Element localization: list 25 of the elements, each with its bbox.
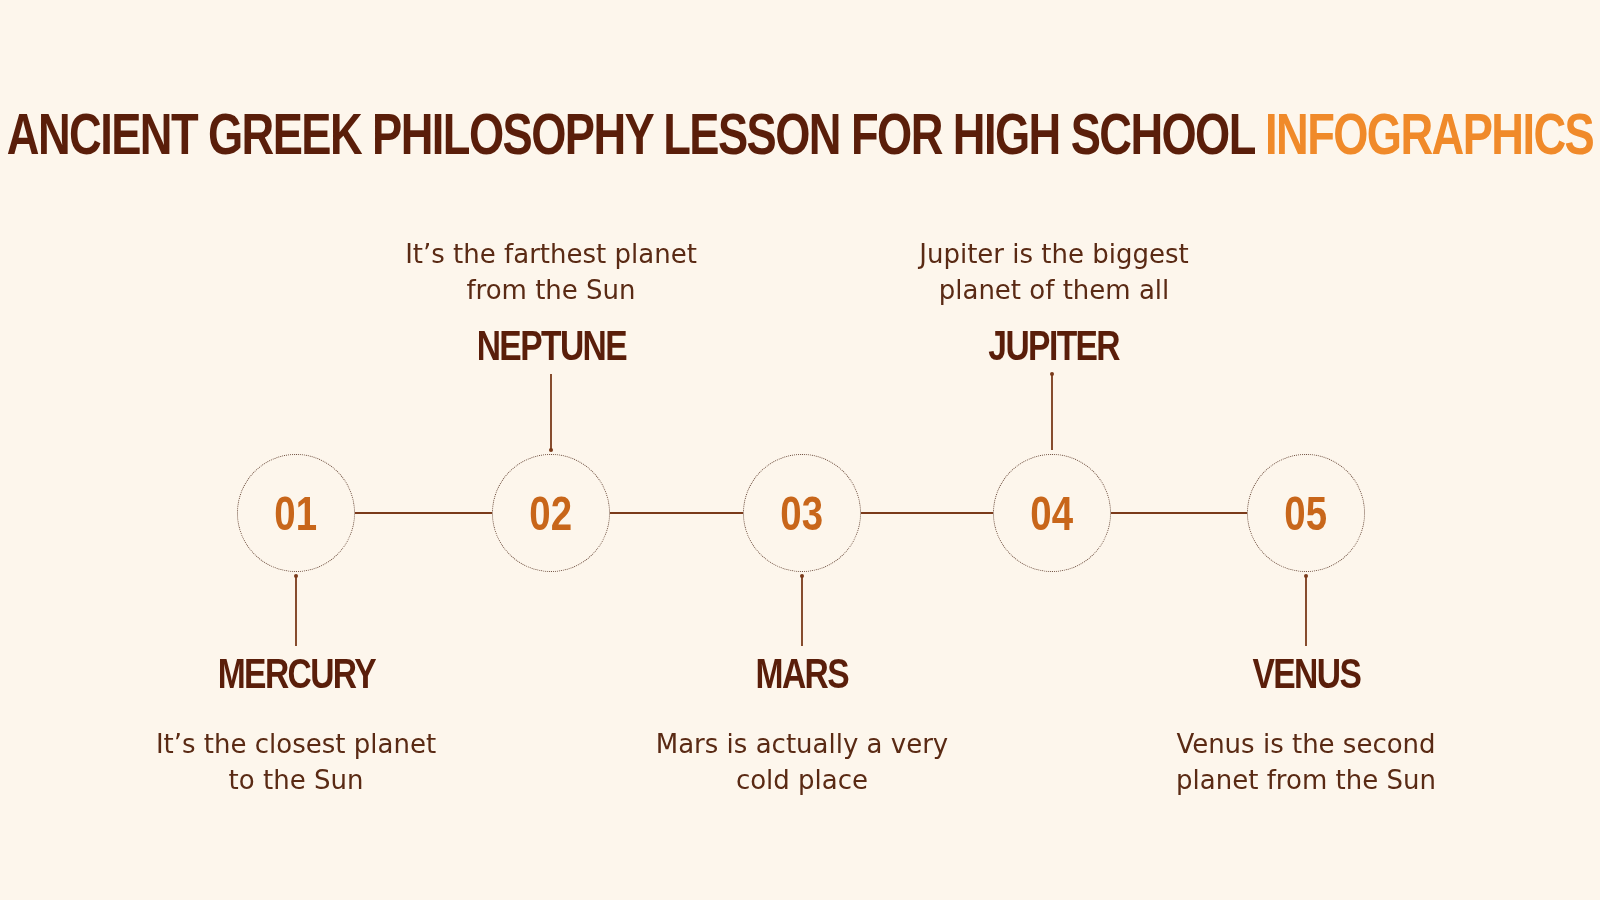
step-number: 01 [274,485,318,541]
planet-description: Mars is actually a very cold place [654,728,950,797]
leader-line [549,373,553,452]
planet-name: JUPITER [988,322,1120,370]
planet-name: VENUS [1252,650,1360,698]
planet-description: It’s the closest planet to the Sun [154,728,438,797]
title: ANCIENT GREEK PHILOSOPHY LESSON FOR HIGH SCHOOL INFOGRAPHICS [6,100,1594,167]
planet-description: It’s the farthest planet from the Sun [404,238,698,307]
planet-name: NEPTUNE [476,322,626,370]
leader-line [1304,574,1308,647]
connector-line [609,512,744,514]
connector-line [1110,512,1248,514]
planet-name: MARS [755,650,849,698]
connector-line [860,512,994,514]
planet-description: Venus is the second planet from the Sun [1175,728,1437,797]
leader-line [1050,372,1054,451]
step-number: 05 [1284,485,1328,541]
step-number: 02 [529,485,573,541]
connector-line [354,512,493,514]
leader-line [800,574,804,647]
leader-line [294,574,298,647]
step-number: 03 [780,485,824,541]
planet-name: MERCURY [217,650,375,698]
planet-description: Jupiter is the biggest planet of them all [917,238,1190,307]
step-number: 04 [1030,485,1074,541]
